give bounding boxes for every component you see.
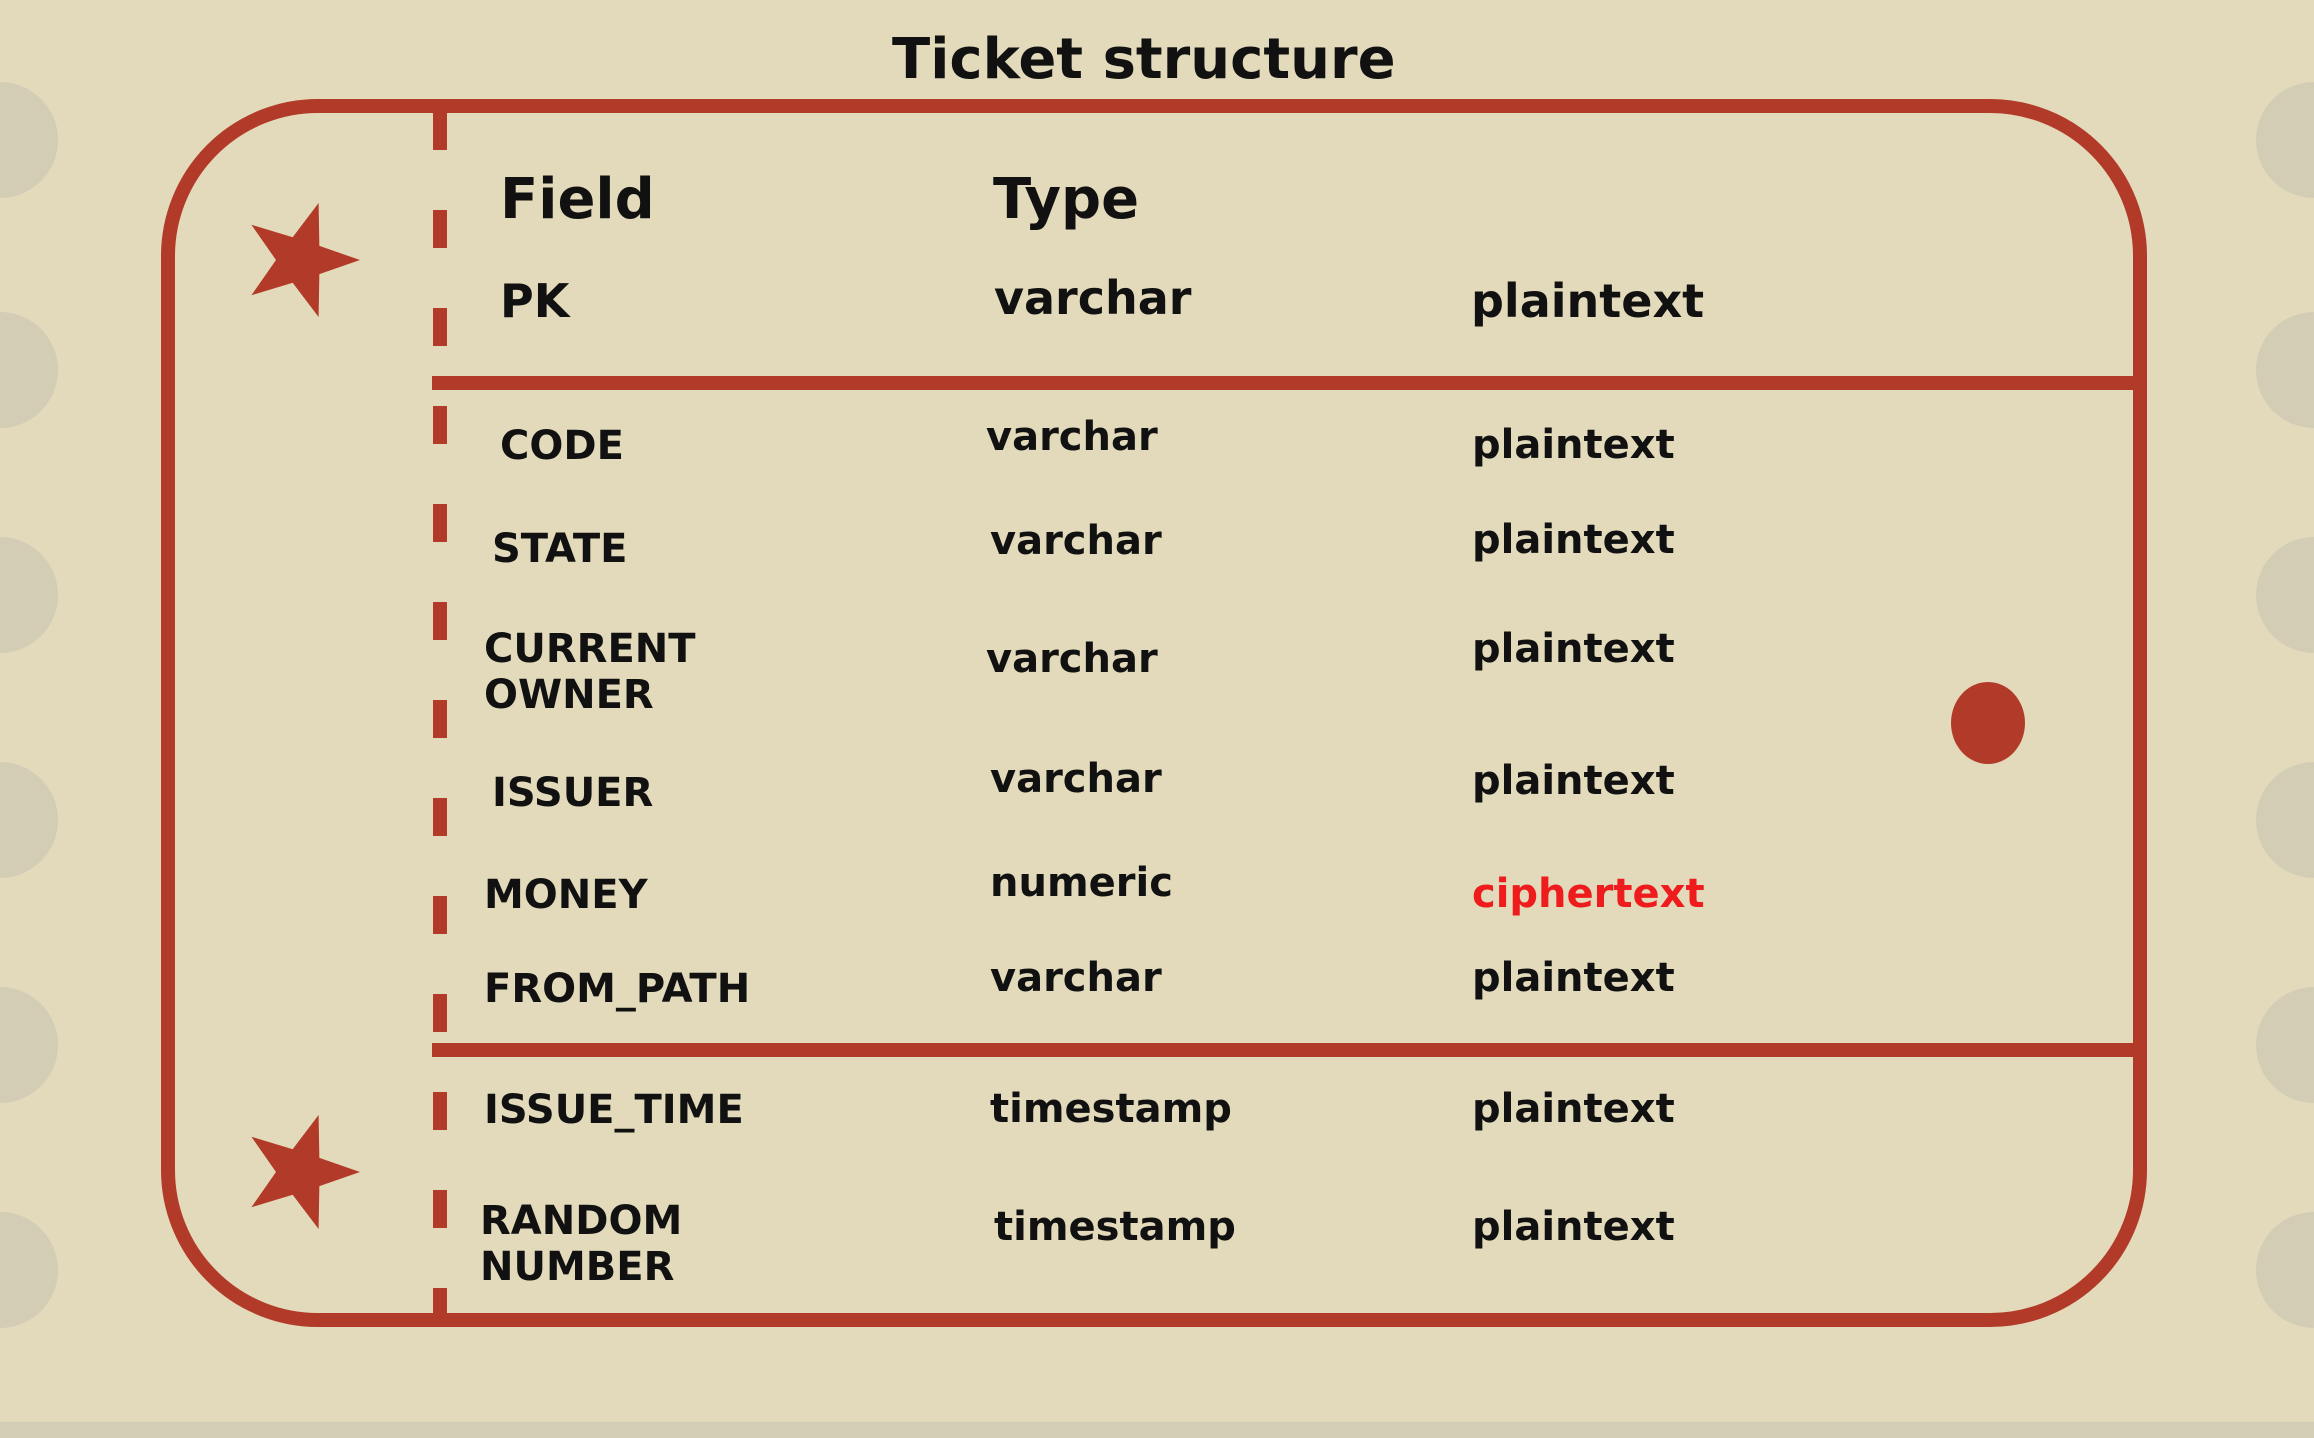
pk-field: PK — [500, 274, 570, 328]
field-name-line: NUMBER — [480, 1244, 675, 1290]
ticket-frame — [161, 99, 2147, 1327]
field-type: numeric — [990, 860, 1173, 906]
type-header: Type — [993, 167, 1140, 232]
field-encryption: plaintext — [1472, 758, 1675, 804]
field-encryption: plaintext — [1472, 1204, 1675, 1250]
field-encryption: plaintext — [1472, 422, 1675, 468]
page-title: Ticket structure — [892, 27, 1396, 92]
field-name: MONEY — [484, 872, 648, 918]
dot-icon — [1951, 682, 2025, 764]
field-name: FROM_PATH — [484, 966, 751, 1012]
field-type: varchar — [986, 414, 1158, 460]
star-icon — [251, 1115, 360, 1229]
field-name: ISSUER — [492, 770, 654, 816]
field-type: varchar — [986, 636, 1158, 682]
field-encryption: plaintext — [1472, 517, 1675, 563]
field-name-line: RANDOM — [480, 1198, 683, 1244]
field-type: varchar — [990, 756, 1162, 802]
field-encryption: plaintext — [1472, 626, 1675, 672]
field-type: varchar — [990, 955, 1162, 1001]
field-name: ISSUE_TIME — [484, 1087, 744, 1133]
field-encryption: plaintext — [1472, 955, 1675, 1001]
field-name-line: OWNER — [484, 672, 654, 718]
field-encryption-ciphertext: ciphertext — [1472, 871, 1705, 917]
field-type: timestamp — [994, 1204, 1236, 1250]
field-header: Field — [500, 167, 655, 232]
field-name-line: CURRENT — [484, 626, 696, 672]
field-type: varchar — [990, 518, 1162, 564]
field-name: RANDOM NUMBER — [480, 1198, 682, 1290]
pk-encryption: plaintext — [1471, 274, 1705, 328]
field-name: STATE — [492, 526, 628, 572]
star-icon — [251, 203, 360, 317]
field-name: CODE — [500, 423, 624, 469]
field-type: timestamp — [990, 1086, 1232, 1132]
field-encryption: plaintext — [1472, 1086, 1675, 1132]
pk-type: varchar — [994, 271, 1192, 325]
field-name: CURRENT OWNER — [484, 626, 696, 718]
